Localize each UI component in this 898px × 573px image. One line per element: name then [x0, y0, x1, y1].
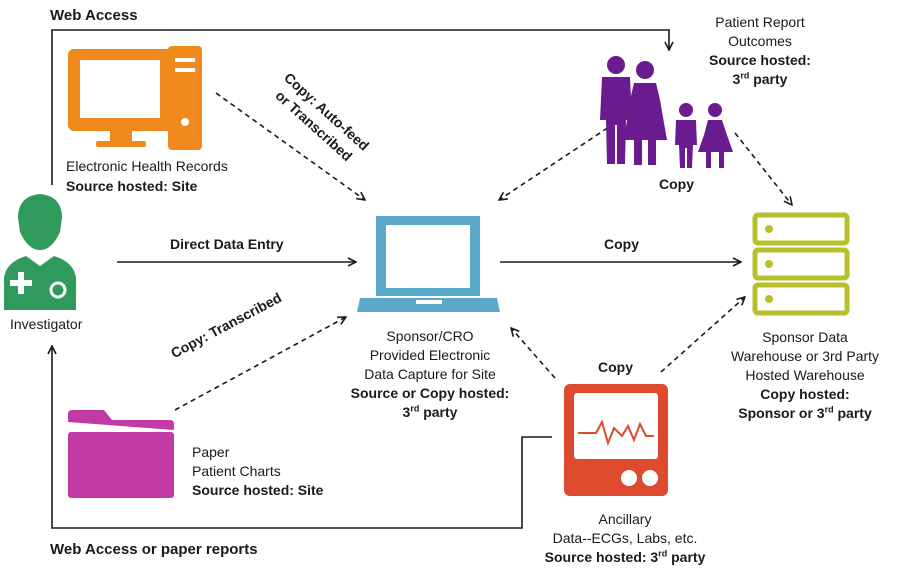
web-access-paper-arrow [52, 346, 552, 529]
paper-label: Paper Patient Charts Source hosted: Site [192, 444, 324, 498]
patient-to-edc-arrow [499, 122, 616, 200]
desktop-computer-icon [68, 46, 202, 150]
server-lights [765, 225, 773, 303]
web-access-label: Web Access [50, 7, 138, 24]
direct-entry-label: Direct Data Entry [170, 236, 284, 252]
folder-icon [68, 410, 174, 498]
edc-label: Sponsor/CRO Provided Electronic Data Cap… [350, 328, 510, 420]
ehr-source: Source hosted: Site [66, 178, 198, 194]
copy-patient-label: Copy [659, 176, 694, 192]
patient-to-warehouse-arrow [734, 132, 792, 205]
copy-warehouse-label: Copy [604, 236, 639, 252]
ancillary-label: Ancillary Data--ECGs, Labs, etc. Source … [544, 511, 706, 565]
patient-report-label: Patient Report Outcomes Source hosted: 3… [709, 14, 811, 87]
ehr-name: Electronic Health Records [66, 158, 228, 174]
ancillary-to-warehouse-arrow [660, 297, 745, 373]
copy-ancillary-label: Copy [598, 359, 633, 375]
investigator-label: Investigator [10, 316, 83, 332]
paper-to-edc-arrow [174, 317, 346, 411]
web-access-paper-label: Web Access or paper reports [50, 541, 258, 558]
doctor-icon [4, 194, 76, 310]
web-access-arrow [51, 29, 669, 185]
ecg-monitor-icon [564, 384, 668, 496]
ehr-to-edc-arrow [215, 92, 365, 200]
laptop-icon [357, 216, 500, 312]
family-icon [600, 56, 733, 168]
warehouse-label: Sponsor Data Warehouse or 3rd Party Host… [730, 329, 880, 421]
server-stack-icon [752, 212, 850, 316]
ancillary-to-edc-arrow [511, 328, 556, 379]
